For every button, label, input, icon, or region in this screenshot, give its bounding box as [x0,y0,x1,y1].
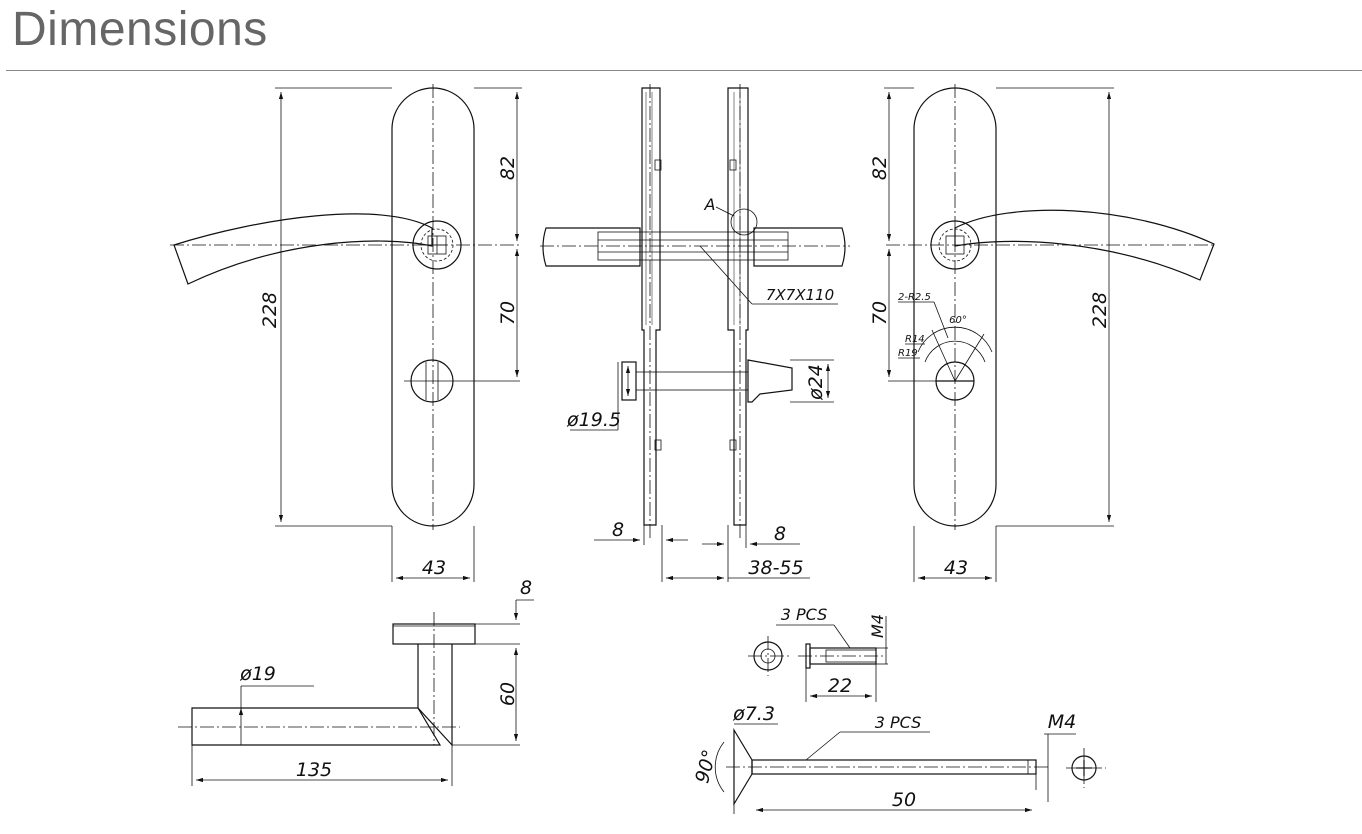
screw-head-angle: 90° [691,747,721,785]
side-left-thickness: 8 [612,519,624,541]
side-detail-label: A [704,195,716,214]
side-right-lever [753,227,846,267]
back-dim-total-height: 228 [1089,292,1111,328]
front-dim-width: 43 [422,557,446,579]
sleeve-bolt-thread: M4 [868,614,887,638]
back-lever-handle [954,209,1215,281]
profile-height: 60 [497,682,519,706]
side-thumbturn [747,359,793,403]
side-right-plate [727,87,749,526]
back-dim-width: 43 [944,557,968,579]
front-dim-total-height: 228 [259,292,281,328]
side-left-plate [641,87,661,526]
side-thread-diameter: ø19.5 [566,409,621,431]
front-lever-handle [173,213,433,285]
side-spindle-size: 7X7X110 [766,286,834,304]
profile-length: 135 [296,759,332,781]
side-right-thickness: 8 [774,523,786,545]
profile-grip-diameter: ø19 [239,663,276,685]
back-dim-upper: 82 [869,156,891,180]
sleeve-bolt-view: 3 PCS M4 22 [748,605,888,702]
back-radius-mid: R14 [905,334,925,345]
sleeve-bolt-length: 22 [828,675,852,697]
back-rose [930,220,980,270]
back-dim-lower: 70 [869,301,891,325]
profile-rose-thickness: 8 [520,577,532,599]
front-dim-lower: 70 [497,301,519,325]
screw-view: ø7.3 3 PCS 90° M4 50 [691,703,1106,814]
back-radius-large: R19 [898,348,918,359]
front-view: 228 82 70 43 [170,84,522,582]
sleeve-bolt-quantity: 3 PCS [781,605,828,624]
profile-lever [191,707,442,746]
page-title: Dimensions [12,3,268,56]
side-left-lever [542,227,641,267]
screw-thread: M4 [1048,711,1076,733]
title-divider [6,70,1362,71]
back-angle: 60° [949,315,967,326]
back-radius-small: 2-R2.5 [898,292,931,303]
side-section-view: A 7X7X110 ø24 ø19.5 8 8 38-55 [540,84,850,582]
back-view: 2-R2.5 60° R14 R19 82 70 228 43 [869,84,1215,582]
lever-profile-view: 8 60 ø19 135 [178,577,534,786]
side-rose-diameter: ø24 [805,364,827,401]
front-rose [412,220,462,270]
screw-length: 50 [892,789,916,811]
screw-head-diameter: ø7.3 [732,703,775,725]
side-door-range: 38-55 [748,557,803,579]
screw-quantity: 3 PCS [875,713,922,732]
front-dim-upper: 82 [497,156,519,180]
